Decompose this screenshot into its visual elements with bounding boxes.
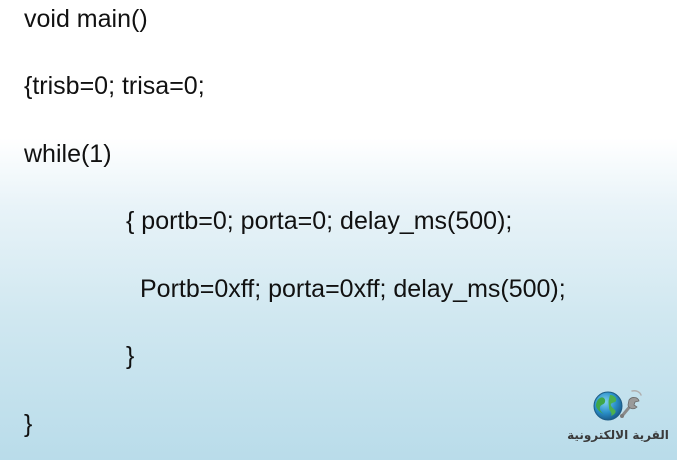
- code-line-7: }: [24, 410, 33, 438]
- code-line-3: while(1): [24, 140, 112, 168]
- globe-wrench-icon: [593, 390, 642, 421]
- code-line-4: { portb=0; porta=0; delay_ms(500);: [126, 207, 513, 235]
- code-line-1: void main(): [24, 5, 148, 33]
- logo-text: القرية الالكترونية: [567, 428, 669, 442]
- code-line-5: Portb=0xff; porta=0xff; delay_ms(500);: [140, 275, 566, 303]
- code-line-6: }: [126, 342, 135, 370]
- code-line-2: {trisb=0; trisa=0;: [24, 72, 205, 100]
- watermark-logo: القرية الالكترونية: [562, 386, 674, 452]
